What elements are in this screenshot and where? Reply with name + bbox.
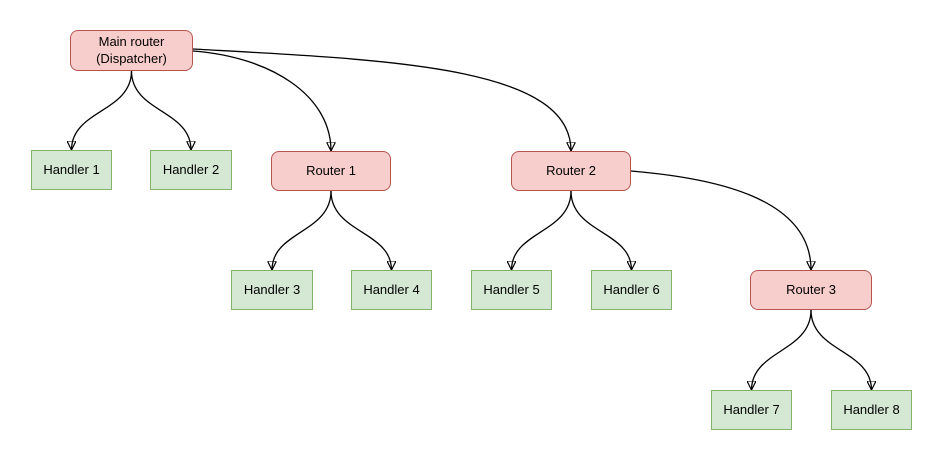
edge-router-1-to-handler-4 [330, 190, 392, 270]
node-handler-5[interactable]: Handler 5 [471, 270, 552, 310]
node-handler-6[interactable]: Handler 6 [591, 270, 672, 310]
node-router-2[interactable]: Router 2 [511, 151, 631, 191]
edge-router-1-to-handler-3 [272, 190, 332, 270]
edge-main-router-to-handler-2 [130, 70, 192, 150]
edge-router-2-to-handler-6 [570, 190, 632, 270]
edge-main-router-to-router-1 [192, 50, 331, 151]
node-main-router[interactable]: Main router (Dispatcher) [70, 30, 193, 71]
edge-main-router-to-router-2 [192, 48, 571, 151]
node-router-1[interactable]: Router 1 [271, 151, 391, 191]
node-handler-7[interactable]: Handler 7 [711, 390, 792, 430]
edge-router-3-to-handler-7 [752, 309, 812, 390]
node-handler-8[interactable]: Handler 8 [831, 390, 912, 430]
node-handler-1[interactable]: Handler 1 [31, 150, 112, 190]
node-handler-4[interactable]: Handler 4 [351, 270, 432, 310]
node-router-3[interactable]: Router 3 [750, 270, 872, 310]
edge-router-2-to-router-3 [630, 170, 811, 270]
node-handler-2[interactable]: Handler 2 [150, 150, 232, 190]
edge-router-3-to-handler-8 [810, 309, 872, 390]
edge-router-2-to-handler-5 [512, 190, 572, 270]
node-handler-3[interactable]: Handler 3 [231, 270, 313, 310]
edge-main-router-to-handler-1 [72, 70, 133, 150]
